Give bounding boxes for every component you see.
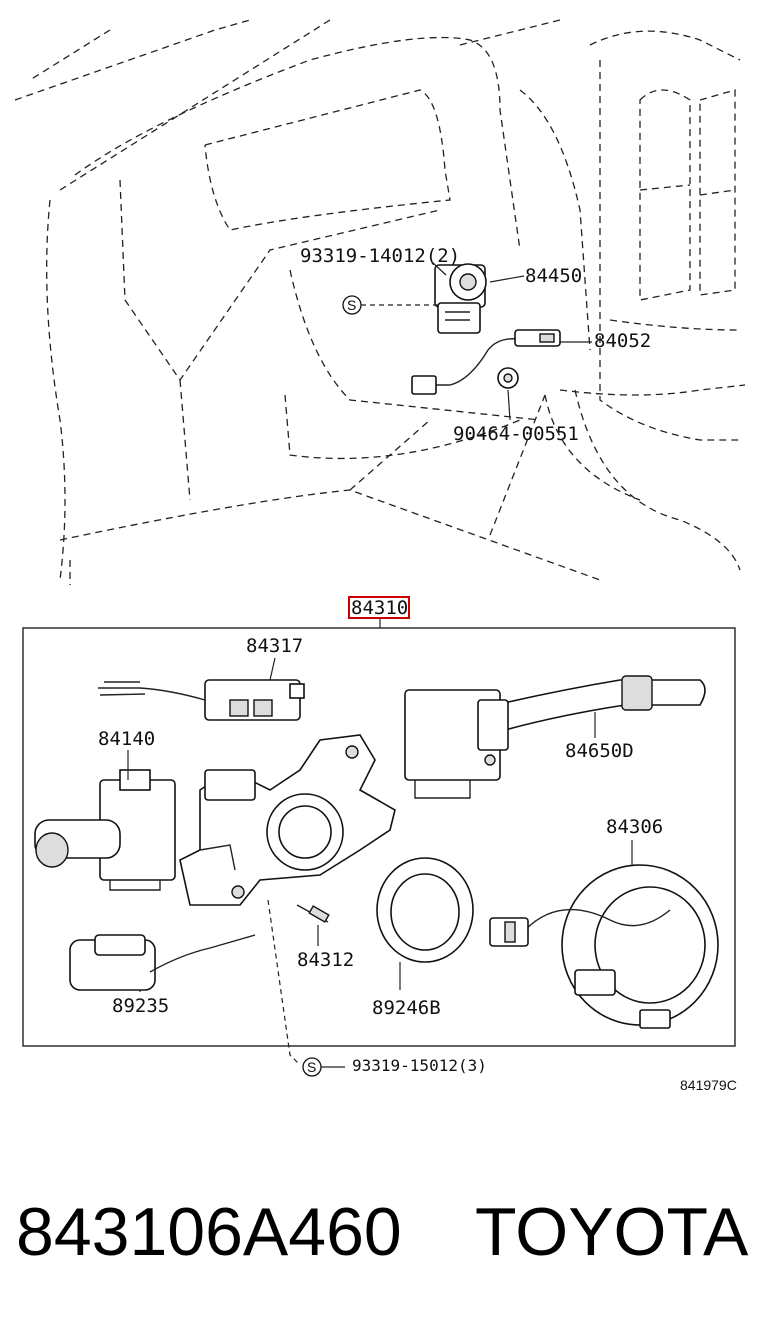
s-mark-upper: S xyxy=(347,297,356,313)
label-lower-bolt: 93319-15012(3) xyxy=(352,1056,487,1075)
wire-harness-drawing xyxy=(411,329,561,395)
relay-drawing xyxy=(98,679,305,721)
light-switch-drawing xyxy=(34,769,176,891)
figure-code: 841979C xyxy=(680,1077,737,1093)
connector-box-drawing xyxy=(69,934,256,991)
label-assembly-number: 84310 xyxy=(351,597,408,619)
s-symbol-lower: S xyxy=(302,1057,322,1077)
clamp-drawing xyxy=(497,367,519,389)
dashboard-illustration xyxy=(14,19,746,585)
label-upper-bolt: 93319-14012(2) xyxy=(300,245,460,267)
footer-brand: TOYOTA xyxy=(475,1194,749,1270)
wiper-switch-drawing xyxy=(404,675,706,799)
ignition-switch-drawing xyxy=(434,263,487,334)
upper-labels: 93319-14012(2) S 84450 84052 90464-00551 xyxy=(300,245,651,445)
label-ring: 89246B xyxy=(372,997,441,1019)
label-clamp: 90464-00551 xyxy=(453,423,579,445)
label-connector-box: 89235 xyxy=(112,995,169,1017)
s-symbol-upper: S xyxy=(342,295,362,315)
label-ignition-switch: 84450 xyxy=(525,265,582,287)
assembly-group: 84310 xyxy=(22,596,736,1047)
spiral-cable-drawing xyxy=(489,864,719,1029)
highlight-box xyxy=(348,596,410,619)
label-light-switch: 84140 xyxy=(98,728,155,750)
label-wire: 84052 xyxy=(594,330,651,352)
label-wiper-switch: 84650D xyxy=(565,740,634,762)
pin-drawing xyxy=(296,904,330,923)
column-bracket-drawing xyxy=(179,734,396,906)
s-mark-lower: S xyxy=(307,1059,316,1075)
footer-part-number: 843106A460 xyxy=(16,1194,402,1270)
label-spiral-cable: 84306 xyxy=(606,816,663,838)
label-relay: 84317 xyxy=(246,635,303,657)
ring-drawing xyxy=(376,857,474,963)
label-pin: 84312 xyxy=(297,949,354,971)
assembly-frame xyxy=(22,627,736,1047)
